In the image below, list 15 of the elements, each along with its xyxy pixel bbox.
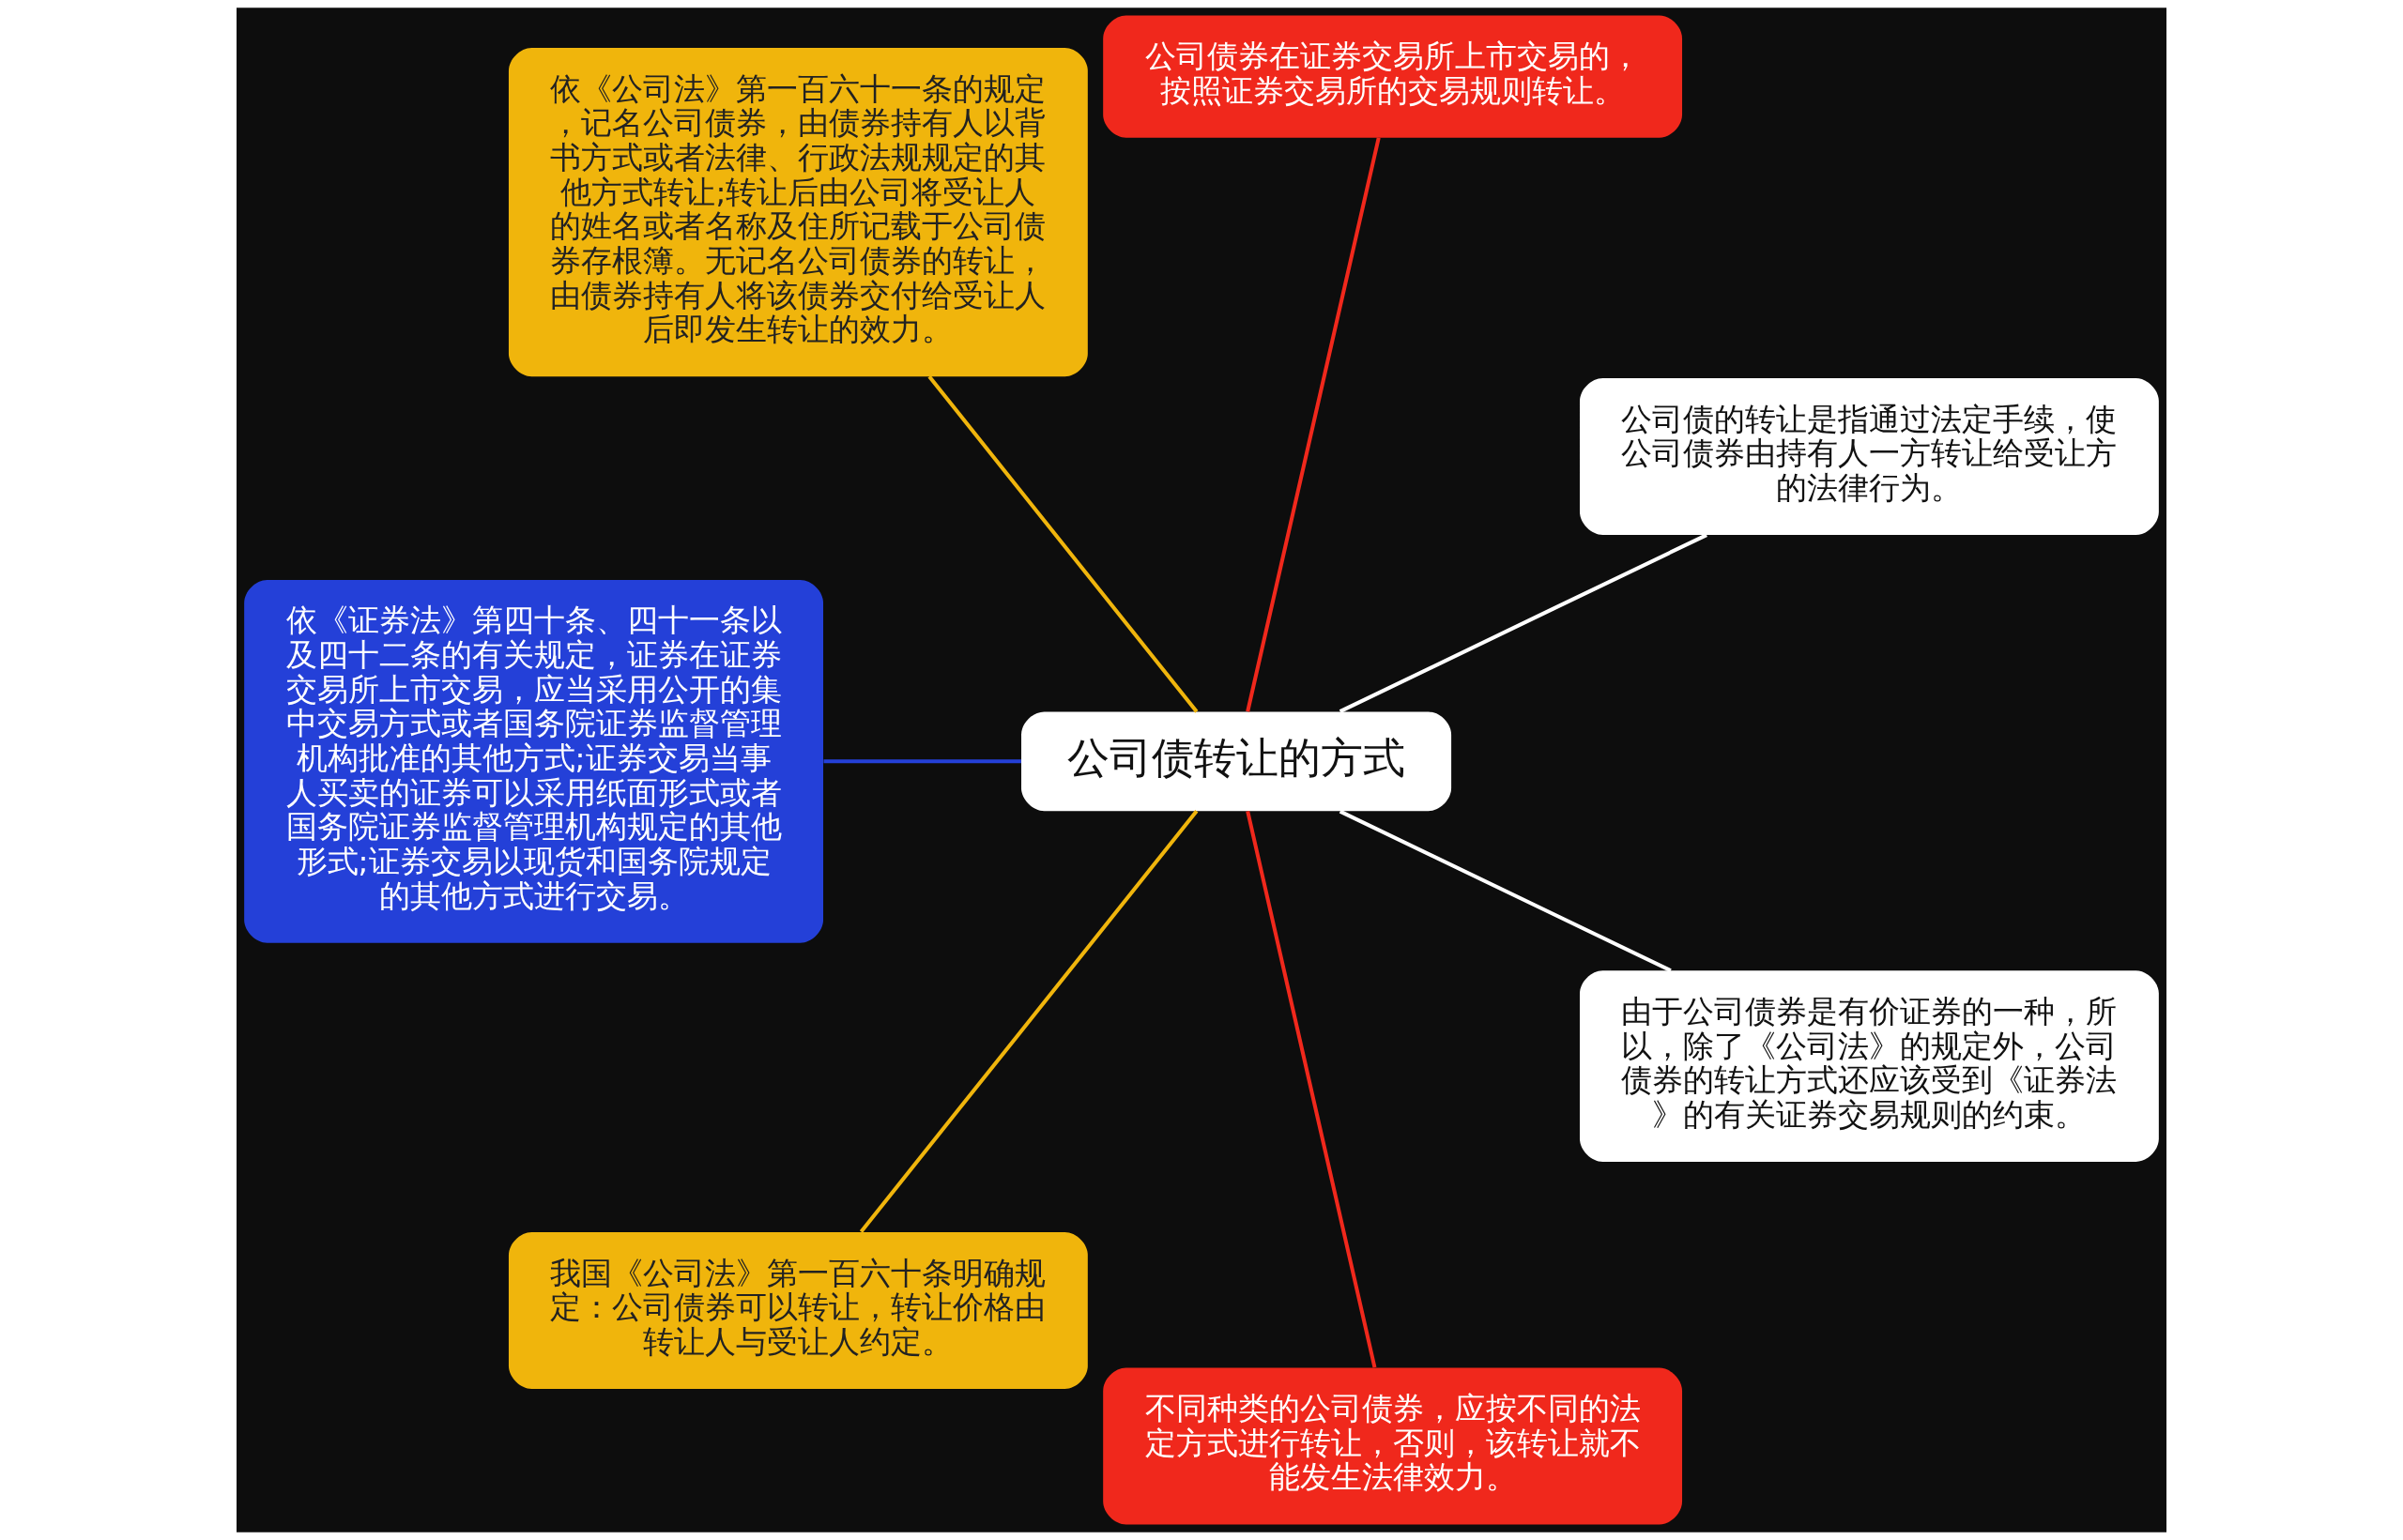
node-box: 公司债的转让是指通过法定手续，使公司债券由持有人一方转让给受让方的法律行为。: [1580, 378, 2159, 536]
connector: [1246, 137, 1381, 712]
connector: [927, 374, 1199, 713]
connector: [1339, 533, 1707, 713]
connector: [1246, 810, 1377, 1368]
node-box: 依《证券法》第四十条、四十一条以及四十二条的有关规定，证券在证券交易所上市交易，应当采用公开的集中交易方式或者国务院证券监督管理机构批准的其他方式;证券交易当事人买卖的证券可以采用纸面形式或者国务院证券监督管理机构规定的其他形式;证券交易以现货和国务院规定的其他方式进行交易。: [244, 579, 823, 943]
node-box: 由于公司债券是有价证券的一种，所以，除了《公司法》的规定外，公司债券的转让方式还应该受到《证券法》的有关证券交易规则的约束。: [1580, 970, 2159, 1162]
node-box: 依《公司法》第一百六十一条的规定，记名公司债券，由债券持有人以背书方式或者法律、行政法规规定的其他方式转让;转让后由公司将受让人的姓名或者名称及住所记载于公司债券存根簿。无记名公司债券的转让，由债券持有人将该债券交付给受让人后即发生转让的效力。: [508, 48, 1088, 377]
node-box: 公司债券在证券交易所上市交易的，按照证券交易所的交易规则转让。: [1103, 15, 1683, 138]
connector: [1339, 809, 1672, 973]
node-box: 不同种类的公司债券，应按不同的法定方式进行转让，否则，该转让就不能发生法律效力。: [1103, 1367, 1683, 1525]
connector: [859, 810, 1199, 1233]
node-box: 公司债转让的方式: [1021, 711, 1452, 812]
node-box: 我国《公司法》第一百六十条明确规定：公司债券可以转让，转让价格由转让人与受让人约定。: [508, 1232, 1088, 1389]
connector: [823, 759, 1021, 764]
